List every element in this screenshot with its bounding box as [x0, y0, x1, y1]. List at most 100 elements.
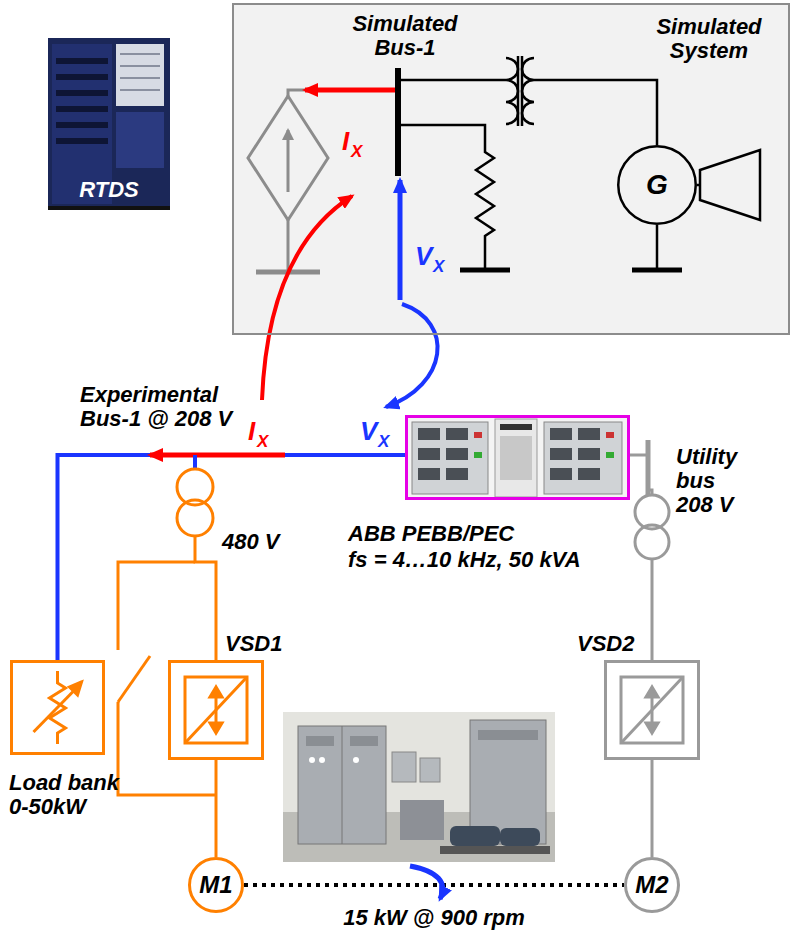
rtds-cabinet	[48, 38, 170, 210]
rotation-arrow	[410, 866, 443, 899]
node-heading: Load bank 0-50kW	[9, 771, 131, 819]
transformer-symbol	[534, 80, 657, 145]
pebb-photo	[544, 422, 622, 494]
resistor-symbol	[401, 125, 494, 270]
signal-name: V	[415, 243, 432, 269]
pebb-photo	[418, 428, 440, 440]
bus-label: Experimental Bus-1 @ 208 V	[80, 383, 240, 431]
load-bank-box: Load bank 0-50kW	[10, 660, 105, 755]
lab-photo	[500, 828, 540, 846]
pebb-photo	[500, 424, 532, 430]
pebb-photo	[578, 448, 600, 460]
variable-resistor-symbol	[13, 663, 102, 752]
current-source-symbol	[287, 220, 290, 272]
rtds-panel	[120, 77, 160, 79]
circle-outline	[626, 859, 679, 912]
lab-photo	[298, 726, 386, 844]
rtds-panel	[120, 54, 160, 90]
transformer-symbol	[517, 56, 520, 126]
pebb-photo	[408, 418, 627, 497]
rtds-cabinet	[116, 112, 164, 168]
pebb-photo	[606, 452, 614, 458]
lab-photo	[450, 826, 500, 846]
converter-symbol	[185, 677, 247, 743]
converter-symbol	[210, 687, 222, 733]
pebb-photo	[446, 428, 468, 440]
voltage-arrow	[398, 180, 403, 300]
signal-subscript: X	[378, 433, 389, 450]
node-label: M1	[199, 872, 232, 898]
signal-subscript: X	[351, 143, 362, 160]
transformer-symbol	[635, 495, 669, 559]
pebb-photo	[446, 468, 468, 480]
circle-outline	[618, 146, 696, 224]
current-signal-arrow	[262, 196, 352, 400]
pebb-photo	[500, 436, 532, 480]
lab-photo	[309, 757, 315, 763]
variable-resistor-symbol	[70, 682, 82, 695]
bus-bar	[395, 68, 401, 176]
rtds-panel	[120, 53, 160, 55]
transformer-symbol	[177, 500, 213, 536]
wire-connector	[215, 760, 218, 857]
generator-wiring	[632, 268, 682, 273]
pebb-photo	[446, 448, 468, 460]
pebb-photo	[578, 468, 600, 480]
pebb-photo	[550, 468, 572, 480]
rtds-panel	[116, 44, 164, 106]
converter-symbol	[621, 677, 683, 743]
transformer-symbol	[635, 525, 669, 559]
panel-ground	[232, 3, 790, 335]
current-source-symbol	[287, 130, 290, 192]
signal-subscript: X	[433, 258, 444, 275]
current-arrow	[150, 453, 285, 458]
bus-label: Simulated Bus-1	[346, 12, 464, 60]
bus-label: Utility bus 208 V	[676, 445, 754, 518]
generator-wiring	[656, 225, 659, 270]
signal-name: V	[360, 418, 377, 444]
node-heading: ABB PEBB/PEC	[348, 522, 514, 546]
node-heading: Simulated System	[650, 15, 768, 63]
transformer-symbol	[506, 58, 518, 124]
current-source-symbol	[248, 90, 395, 272]
wire-connector	[651, 760, 654, 857]
variable-resistor-symbol	[34, 671, 82, 744]
switch-symbol	[118, 656, 150, 702]
voltage-signal-arrow	[386, 304, 438, 407]
pebb-photo	[418, 448, 440, 460]
transformer-symbol	[177, 469, 213, 536]
converter-symbol	[607, 663, 697, 757]
variable-resistor-symbol	[34, 687, 78, 732]
signal-subscript: X	[257, 433, 268, 450]
current-source-symbol	[248, 96, 328, 220]
node-label: G	[646, 170, 668, 201]
transformer-symbol	[401, 56, 657, 145]
current-arrow	[305, 88, 395, 93]
rtds-slot	[56, 138, 108, 144]
rtds-panel	[120, 65, 160, 67]
signal-name: I	[248, 418, 255, 444]
rtds-slot	[56, 90, 108, 96]
lab-photo	[342, 726, 343, 844]
generator-circle: G	[617, 145, 697, 225]
lab-photo	[440, 846, 550, 854]
converter-symbol	[621, 677, 683, 743]
edge-label: 15 kW @ 900 rpm	[339, 906, 529, 930]
vsd-box: VSD1	[168, 660, 264, 760]
lab-photo	[306, 736, 334, 746]
lab-photo	[400, 800, 444, 840]
simulated-system-panel: Simulated SystemG	[232, 3, 790, 335]
current-source-symbol	[288, 90, 395, 96]
converter-symbol	[185, 677, 247, 743]
pebb-photo	[550, 428, 572, 440]
node-heading: fs = 4…10 kHz, 50 kVA	[348, 548, 581, 572]
rtds-panel	[120, 89, 160, 91]
rtds-cabinet	[48, 38, 170, 210]
converter-symbol	[621, 677, 683, 743]
pebb-photo	[412, 422, 488, 494]
converter-symbol	[171, 663, 261, 757]
rtds-slot	[56, 74, 108, 80]
node-label: RTDS	[79, 178, 139, 202]
circle-outline	[190, 859, 243, 912]
